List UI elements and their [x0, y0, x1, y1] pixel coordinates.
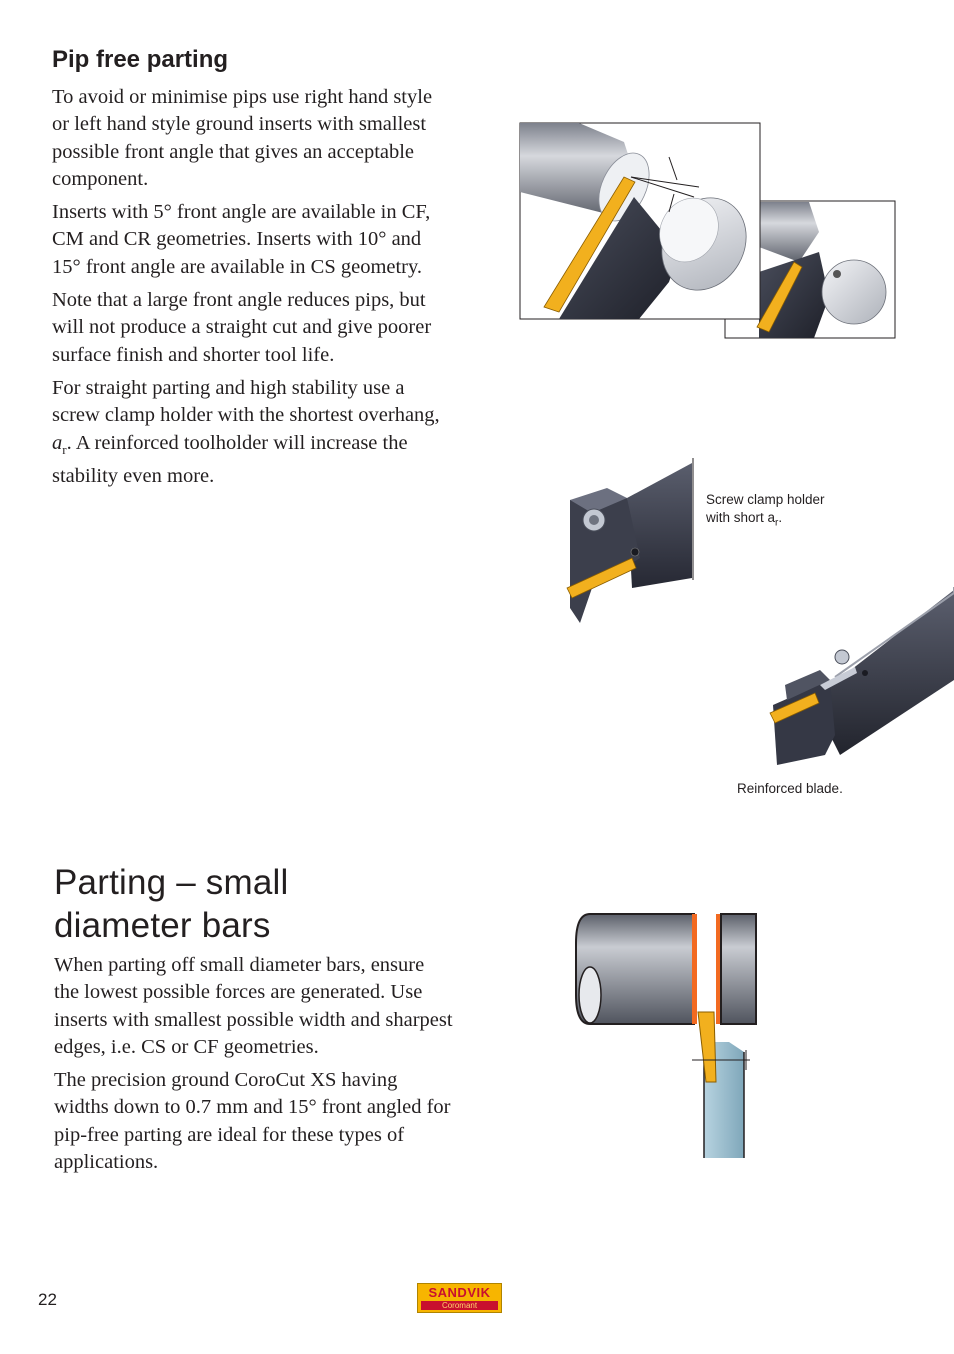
paragraph: Note that a large front angle reduces pi…: [52, 289, 432, 366]
small-diameter-parting-figure: [575, 913, 757, 1158]
variable-subscript: r: [62, 441, 67, 457]
caption-line: with short ar.: [706, 509, 825, 533]
caption-text: with short a: [706, 510, 776, 525]
paragraph: To avoid or minimise pips use right hand…: [52, 86, 433, 190]
heading-line: diameter bars: [54, 906, 271, 945]
caption-subscript: r: [775, 517, 779, 529]
paragraph: For straight parting and high stability …: [52, 375, 452, 490]
paragraph: When parting off small diameter bars, en…: [54, 954, 453, 1058]
caption-text: .: [778, 510, 783, 525]
paragraph: The precision ground CoroCut XS having w…: [54, 1069, 451, 1174]
screw-clamp-holder-figure: [566, 458, 694, 623]
caption-screw-clamp: Screw clamp holder with short ar.: [706, 491, 825, 533]
sandvik-coromant-logo: SANDVIK Coromant: [417, 1283, 502, 1313]
heading-line: Parting – small: [54, 863, 289, 902]
section2-body: When parting off small diameter bars, en…: [54, 952, 454, 1176]
logo-wordmark: SANDVIK: [428, 1285, 491, 1300]
section1-body: To avoid or minimise pips use right hand…: [52, 84, 452, 490]
caption-line: Screw clamp holder: [706, 492, 825, 507]
paragraph-text: . A reinforced toolholder will increase …: [52, 431, 408, 487]
section-heading-pip-free: Pip free parting: [52, 46, 229, 73]
caption-reinforced-blade: Reinforced blade.: [737, 781, 843, 796]
section-heading-small-diameter: Parting – small diameter bars: [54, 861, 288, 947]
reinforced-blade-figure: [769, 587, 954, 765]
variable-a: a: [52, 431, 63, 454]
front-angle-insert-figure: [519, 122, 896, 339]
paragraph-text: For straight parting and high stability …: [52, 376, 440, 427]
paragraph: Inserts with 5° front angle are availabl…: [52, 201, 431, 278]
logo-subtext: Coromant: [421, 1301, 498, 1310]
page-number: 22: [38, 1290, 57, 1309]
